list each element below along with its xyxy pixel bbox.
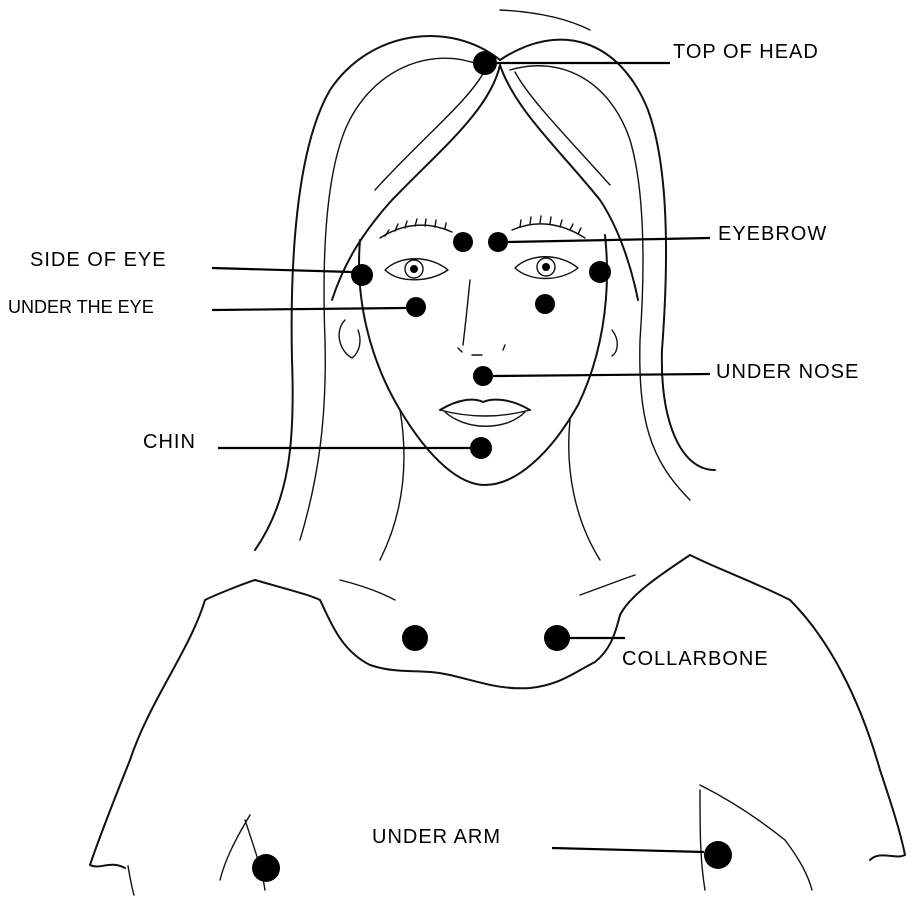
- eyes: [385, 257, 578, 280]
- mouth: [440, 400, 530, 427]
- point-side-of-eye-left: [589, 261, 611, 283]
- point-collarbone-right: [402, 625, 428, 651]
- point-under-eye-left: [535, 294, 555, 314]
- leader-under-arm: [552, 848, 704, 852]
- point-under-nose: [473, 366, 493, 386]
- face-outline: [339, 235, 617, 560]
- leader-under-the-eye: [212, 308, 406, 310]
- point-collarbone-left: [544, 625, 570, 651]
- label-collarbone: COLLARBONE: [622, 648, 769, 670]
- point-under-eye-right: [406, 297, 426, 317]
- point-side-of-eye-right: [351, 264, 373, 286]
- point-chin: [470, 437, 492, 459]
- nose: [458, 280, 505, 355]
- label-under-nose: UNDER NOSE: [716, 361, 859, 383]
- leader-side-of-eye: [212, 268, 352, 272]
- eyebrows: [380, 216, 585, 238]
- leader-under-nose: [493, 374, 710, 376]
- point-eyebrow-left: [488, 232, 508, 252]
- point-eyebrow-right: [453, 232, 473, 252]
- point-under-arm-right: [252, 854, 280, 882]
- label-under-arm: UNDER ARM: [372, 826, 501, 848]
- label-top-of-head: TOP OF HEAD: [673, 41, 819, 63]
- label-chin: CHIN: [143, 431, 196, 453]
- label-side-of-eye: SIDE OF EYE: [30, 249, 167, 271]
- point-under-arm-left: [704, 841, 732, 869]
- point-top-of-head: [473, 51, 497, 75]
- label-under-the-eye: UNDER THE EYE: [8, 297, 154, 317]
- hair: [255, 10, 715, 550]
- label-eyebrow: EYEBROW: [718, 223, 827, 245]
- leader-eyebrow: [508, 238, 710, 242]
